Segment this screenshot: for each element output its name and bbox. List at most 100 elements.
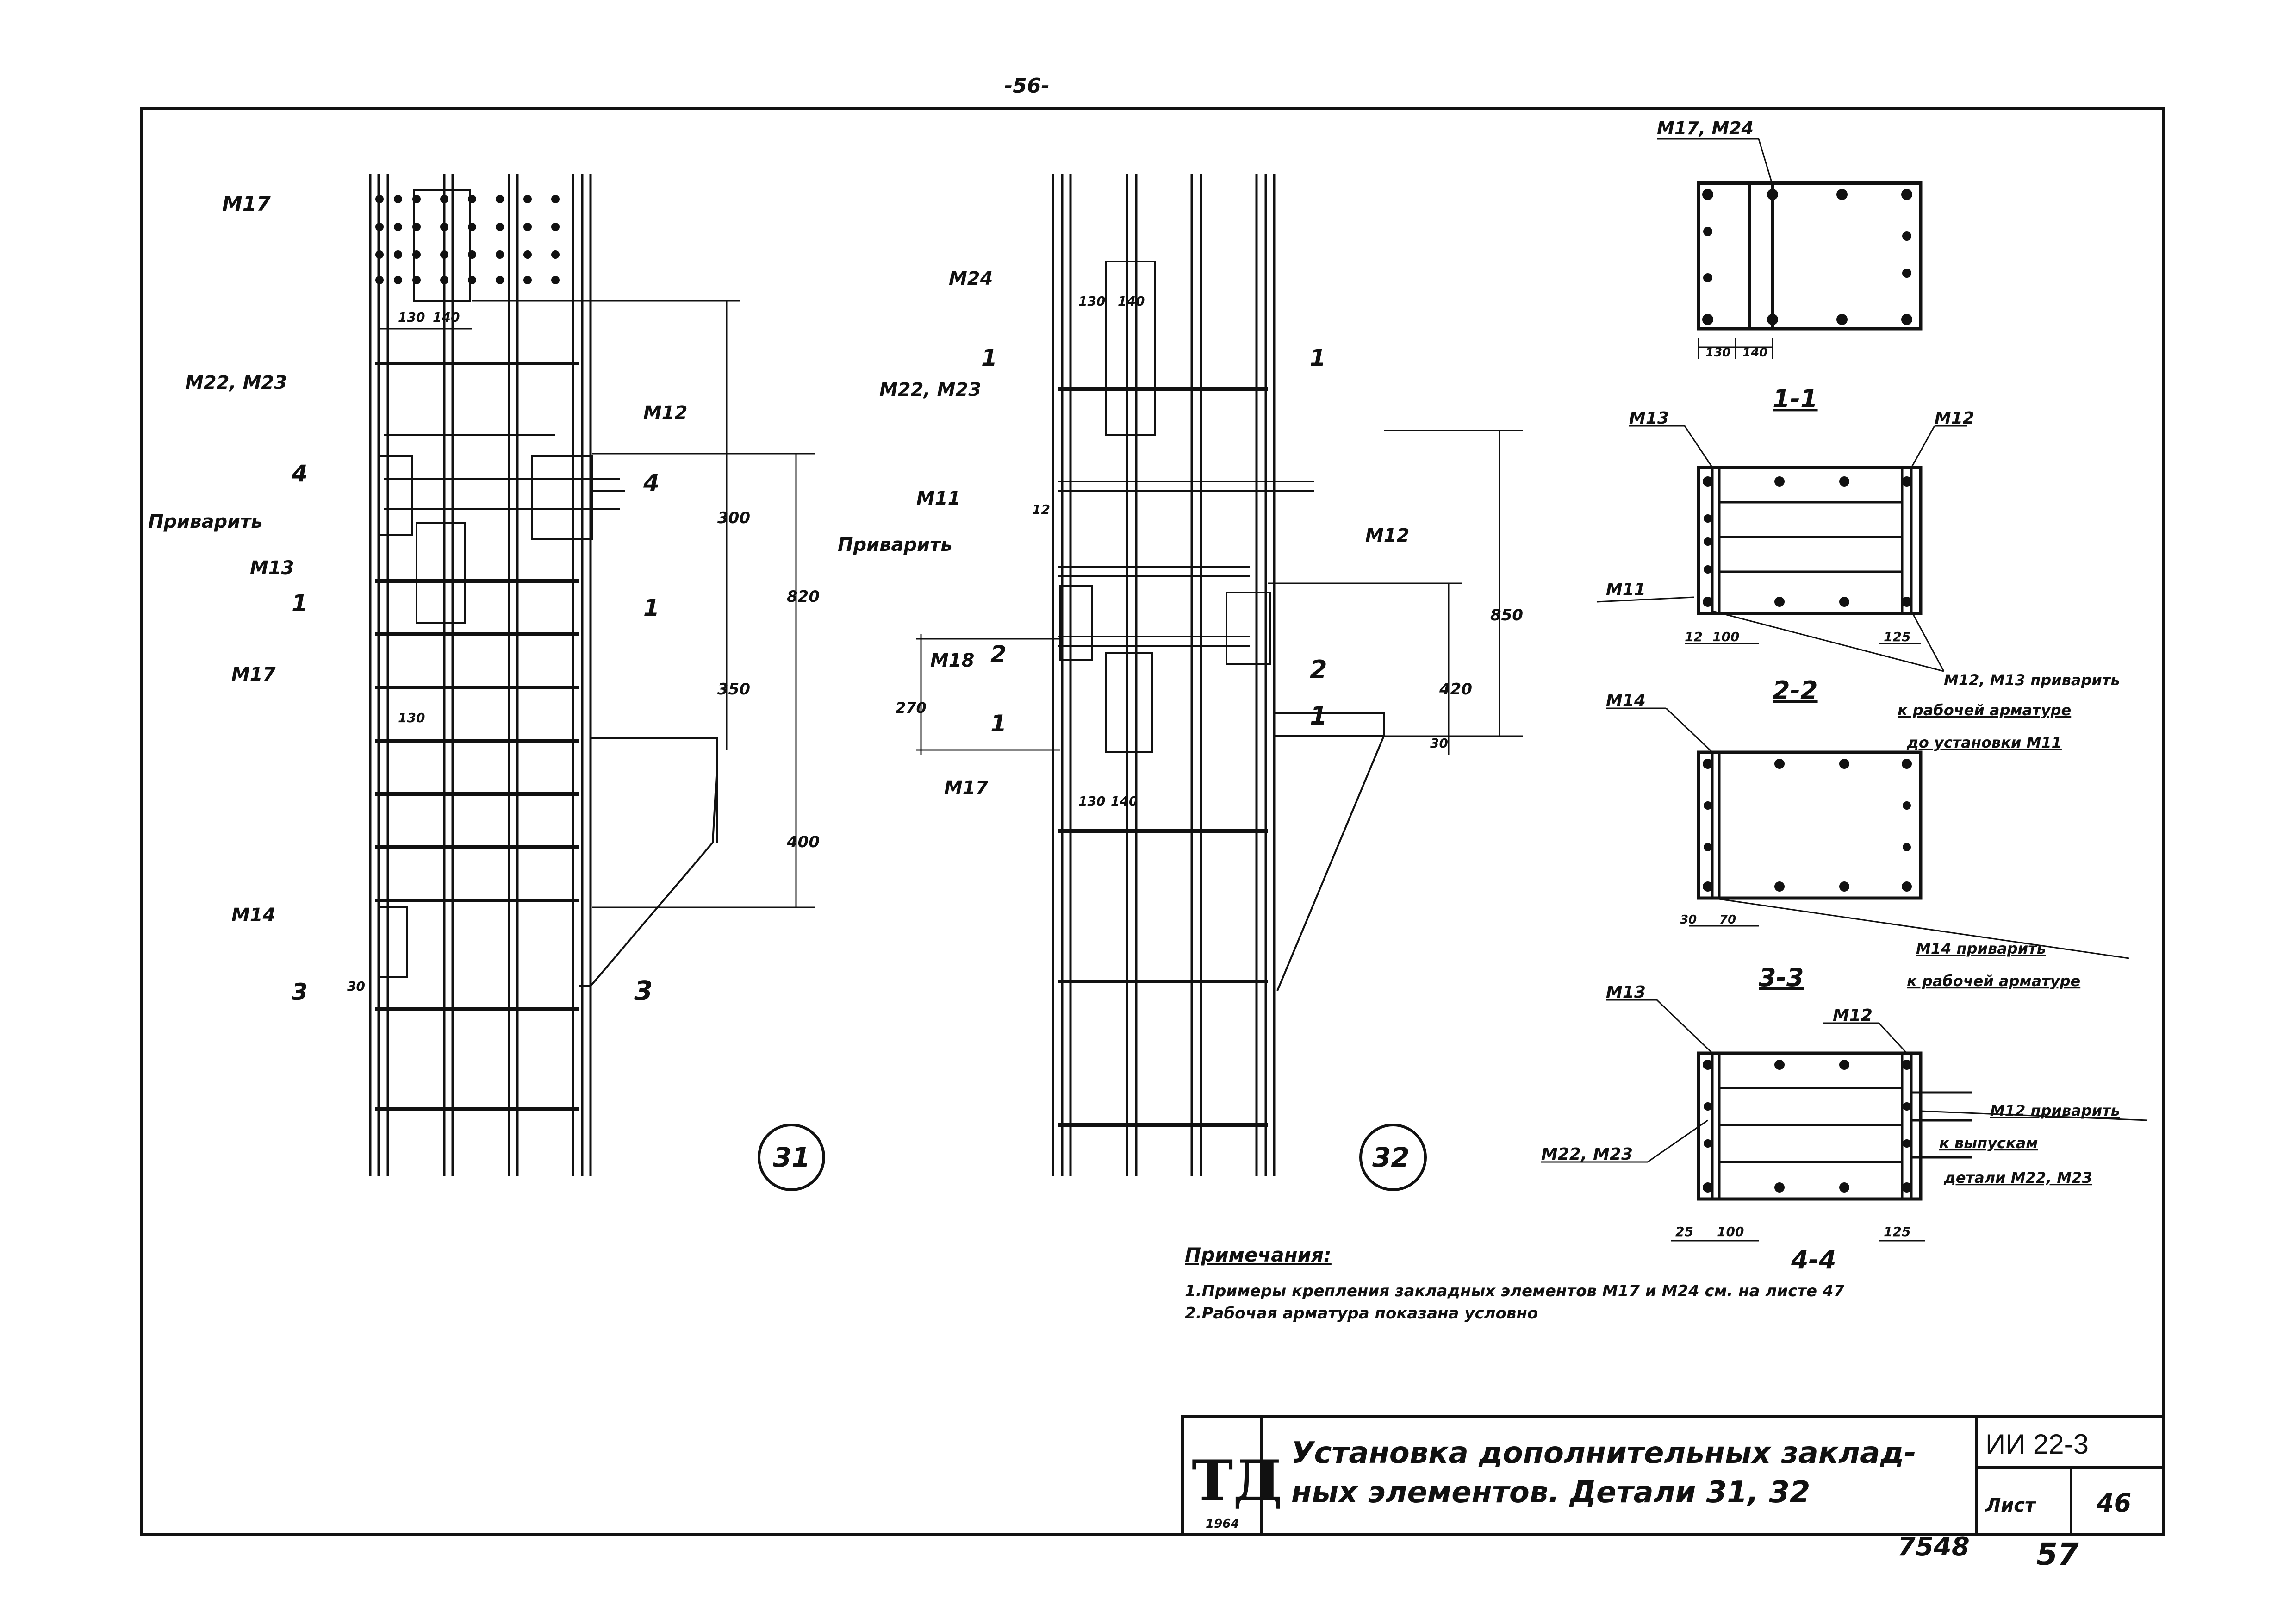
dim-12: 12	[1685, 629, 1703, 644]
section-mark-1c: 1	[990, 710, 1007, 737]
dim-140: 140	[433, 310, 460, 325]
notes: Примечания: 1.Примеры крепления закладны…	[1185, 1243, 1845, 1323]
section-mark-1d: 1	[1310, 701, 1327, 731]
dim-130b: 130	[1078, 793, 1105, 809]
detail-31-number: 31	[773, 1142, 810, 1173]
section-mark-1b: 1	[1310, 344, 1326, 371]
dim-300: 300	[717, 509, 750, 527]
section-1-1-title: 1-1	[1773, 384, 1818, 413]
series-code: ИИ 22-3	[1985, 1429, 2089, 1460]
note-2-line2: к рабочей арматуре	[1907, 972, 2080, 990]
dim-400: 400	[786, 833, 820, 851]
section-3-3-title: 3-3	[1759, 963, 1804, 992]
label-m17: М17	[944, 777, 989, 799]
dim-850: 850	[1490, 606, 1523, 625]
dim-70: 70	[1719, 913, 1736, 927]
note-3-line3: детали М22, М23	[1943, 1169, 2092, 1187]
note-3-line1: М12 приварить	[1990, 1102, 2120, 1119]
dim-30: 30	[1680, 913, 1697, 927]
label-m11: М11	[916, 488, 960, 509]
section-2-2-title: 2-2	[1773, 676, 1818, 705]
detail-31: М17 М22, М23 Приварить М13 М17 М12 М14 1…	[148, 174, 825, 1191]
label-m13: М13	[1629, 409, 1669, 428]
note-1-line1: М12, М13 приварить	[1944, 671, 2120, 689]
dim-140: 140	[1742, 346, 1767, 360]
label-m14: М14	[1606, 691, 1646, 710]
dim-130: 130	[1078, 294, 1105, 309]
dim-100: 100	[1712, 629, 1739, 644]
dim-30: 30	[1430, 736, 1448, 751]
section-mark-3a: 3	[292, 979, 308, 1006]
notes-heading: Примечания:	[1185, 1243, 1332, 1266]
label-m17-low: М17	[231, 664, 276, 685]
label-m12: М12	[643, 402, 687, 424]
section-mark-2a: 2	[990, 641, 1007, 668]
dim-125: 125	[1884, 1224, 1910, 1239]
dim-420: 420	[1439, 680, 1472, 699]
label-m18: М18	[930, 650, 974, 671]
label-m22-m23: М22, М23	[185, 372, 287, 394]
dim-130: 130	[1705, 346, 1730, 360]
sheet-frame	[140, 107, 2165, 1536]
label-m17-top: М17	[222, 192, 271, 216]
section-mark-4a: 4	[291, 460, 308, 487]
label-m17-m24: М17, М24	[1657, 118, 1754, 138]
dim-350: 350	[717, 680, 750, 699]
section-1-1: 1-1 М13 М12	[1596, 384, 2120, 751]
top-view-m17-m24: М17, М24 130 140	[1657, 118, 1923, 360]
note-1-line3: до установки М11	[1906, 734, 2062, 751]
label-weld: Приварить	[148, 511, 263, 532]
label-m12: М12	[1935, 409, 1974, 428]
dim-820: 820	[787, 587, 820, 606]
dim-140b: 140	[1111, 793, 1138, 809]
section-mark-1a: 1	[981, 344, 997, 371]
dim-125: 125	[1884, 629, 1910, 644]
label-m14: М14	[231, 905, 275, 926]
title-line-1: Установка дополнительных заклад-	[1291, 1436, 1916, 1470]
sheet-label: Лист	[1985, 1495, 2037, 1516]
section-4-4-title: 4-4	[1791, 1245, 1836, 1274]
logo-td: ТД	[1192, 1448, 1282, 1513]
label-m22-m23: М22, М23	[1541, 1145, 1633, 1164]
dim-30: 30	[347, 979, 365, 994]
label-m22-m23: М22, М23	[879, 379, 981, 400]
note-1-line2: к рабочей арматуре	[1898, 701, 2071, 719]
note-line-1: 1.Примеры крепления закладных элементов …	[1185, 1282, 1845, 1300]
dim-130: 130	[398, 310, 425, 325]
label-m13: М13	[1606, 983, 1646, 1002]
detail-32-number: 32	[1372, 1142, 1410, 1173]
dim-100: 100	[1717, 1224, 1744, 1239]
title-block: ТД 1964 Установка дополнительных заклад-…	[1181, 1415, 2165, 1536]
dim-25: 25	[1675, 1224, 1693, 1239]
label-m12: М12	[1833, 1006, 1873, 1025]
stamp-number: 7548	[1898, 1532, 1970, 1562]
dim-130b: 130	[398, 710, 425, 725]
page-number-top: -56-	[1004, 74, 1050, 98]
dim-270: 270	[896, 699, 927, 717]
section-2-2: 2-2 М14 30 70 М14 приварить к рабочей ар…	[1606, 676, 2129, 990]
detail-32: М24 М22, М23 М11 Приварить М18 М17 М12 1…	[838, 174, 1523, 1191]
label-m11: М11	[1606, 580, 1646, 599]
section-3-3: 3-3	[1541, 963, 2148, 1274]
note-line-2: 2.Рабочая арматура показана условно	[1185, 1304, 1538, 1323]
section-mark-1b: 1	[643, 594, 660, 621]
page-number-bottom: 57	[2036, 1537, 2079, 1572]
logo-year: 1964	[1206, 1517, 1239, 1531]
label-weld: Приварить	[838, 534, 952, 556]
note-2-line1: М14 приварить	[1916, 940, 2046, 957]
note-3-line2: к выпускам	[1939, 1134, 2038, 1152]
detail-32-marker	[1359, 1124, 1427, 1191]
section-mark-2b: 2	[1310, 655, 1327, 684]
section-mark-3b: 3	[634, 975, 653, 1006]
sheet-number: 46	[2096, 1488, 2131, 1518]
label-m12: М12	[1365, 525, 1409, 546]
label-m24: М24	[949, 268, 993, 289]
title-line-2: ных элементов. Детали 31, 32	[1291, 1475, 1810, 1510]
label-m13: М13	[250, 557, 294, 579]
section-mark-4b: 4	[643, 469, 660, 496]
section-mark-1a: 1	[292, 590, 308, 617]
dim-12: 12	[1032, 502, 1050, 517]
detail-31-marker	[758, 1124, 825, 1191]
dim-140: 140	[1118, 294, 1145, 309]
